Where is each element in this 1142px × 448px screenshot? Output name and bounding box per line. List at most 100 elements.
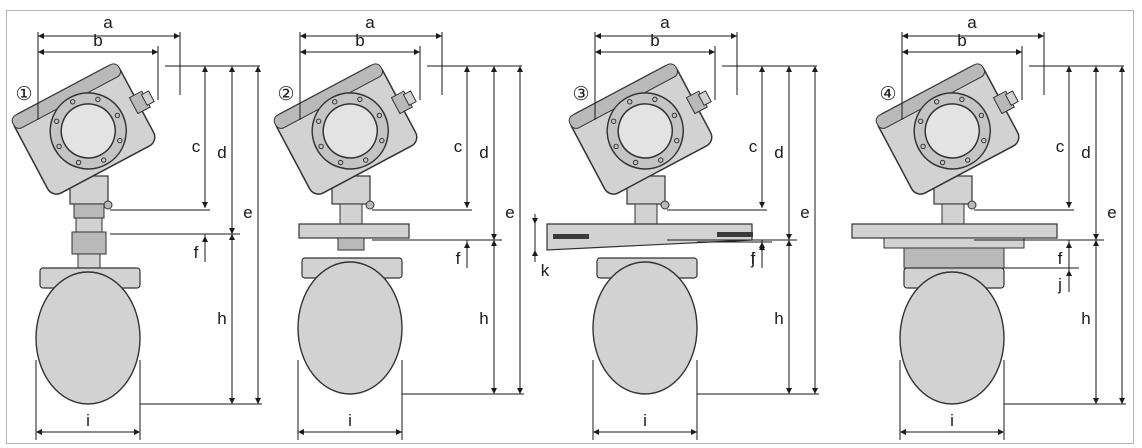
dim-label-a: a	[660, 13, 670, 32]
arrowhead	[759, 202, 765, 208]
arrowhead	[595, 49, 601, 55]
lens-antenna	[899, 271, 1005, 405]
display-window	[60, 103, 116, 159]
lens-antenna	[592, 261, 698, 395]
cover-screw	[376, 112, 383, 119]
dim-label-a: a	[365, 13, 375, 32]
arrowhead	[759, 244, 765, 250]
arrowhead	[691, 429, 697, 435]
cover-screw	[95, 96, 101, 103]
dim-label-d: d	[217, 143, 226, 162]
arrowhead	[709, 49, 715, 55]
cover-screw	[978, 112, 985, 119]
cover-screw	[652, 96, 658, 103]
cover-screw	[674, 137, 680, 144]
dim-label-j: j	[750, 249, 755, 268]
arrowhead	[255, 398, 261, 404]
arrowhead	[1093, 234, 1099, 240]
arrowhead	[902, 49, 908, 55]
arrowhead	[1119, 66, 1125, 72]
cover-screw	[981, 137, 987, 144]
cover-screw	[318, 143, 324, 150]
stem	[339, 203, 363, 225]
dim-label-c: c	[749, 137, 758, 156]
cover-screw	[357, 96, 363, 103]
flange-neck	[337, 237, 365, 251]
arrowhead	[202, 202, 208, 208]
gasket-left	[553, 234, 589, 239]
locking-screw	[365, 200, 375, 210]
arrowhead	[900, 429, 906, 435]
arrowhead	[255, 66, 261, 72]
dim-label-b: b	[650, 31, 659, 50]
arrowhead	[1093, 398, 1099, 404]
arrowhead	[464, 66, 470, 72]
cover-screw	[332, 99, 338, 105]
cover-screw	[379, 137, 385, 144]
variant-marker: ②	[277, 84, 294, 105]
arrowhead	[202, 66, 208, 72]
dim-label-h: h	[217, 309, 226, 328]
cover-screw	[939, 159, 946, 166]
cover-screw	[53, 118, 60, 124]
cover-screw	[56, 143, 62, 150]
arrowhead	[300, 33, 306, 39]
arrowhead	[152, 49, 158, 55]
arrowhead	[1066, 270, 1072, 276]
cover-screw	[920, 143, 926, 150]
dim-label-i: i	[643, 411, 647, 430]
dim-label-i: i	[86, 411, 90, 430]
cover-screw	[965, 157, 971, 163]
locking-screw	[967, 200, 977, 210]
arrowhead	[517, 388, 523, 394]
arrowhead	[731, 33, 737, 39]
dim-label-e: e	[243, 203, 252, 222]
cover-screw	[70, 99, 76, 105]
cable-gland-nut	[1004, 90, 1019, 106]
cover-screw	[613, 143, 619, 150]
display-window	[322, 103, 378, 159]
arrowhead	[229, 228, 235, 234]
display-window	[617, 103, 673, 159]
arrowhead	[1093, 240, 1099, 246]
arrowhead	[464, 242, 470, 248]
dim-label-a: a	[103, 13, 113, 32]
cable-gland-nut	[402, 90, 417, 106]
dim-label-c: c	[192, 137, 201, 156]
dim-label-a: a	[967, 13, 977, 32]
dim-label-e: e	[505, 203, 514, 222]
antenna-collar	[903, 247, 1005, 269]
dim-label-b: b	[93, 31, 102, 50]
arrowhead	[396, 429, 402, 435]
arrowhead	[812, 66, 818, 72]
dim-label-k: k	[541, 261, 550, 280]
arrowhead	[298, 429, 304, 435]
arrowhead	[300, 49, 306, 55]
arrowhead	[202, 236, 208, 242]
arrowhead	[229, 234, 235, 240]
arrowhead	[532, 250, 538, 256]
arrowhead	[38, 49, 44, 55]
cover-screw	[363, 157, 369, 163]
arrowhead	[491, 66, 497, 72]
arrowhead	[786, 240, 792, 246]
converter-housing	[875, 63, 1020, 195]
arrowhead	[998, 429, 1004, 435]
locking-screw	[660, 200, 670, 210]
dim-label-d: d	[1081, 143, 1090, 162]
cover-screw	[315, 118, 322, 124]
dim-label-f: f	[1058, 249, 1063, 268]
dim-label-e: e	[800, 203, 809, 222]
converter-housing	[11, 63, 156, 195]
arrowhead	[759, 66, 765, 72]
arrowhead	[436, 33, 442, 39]
gasket-right	[717, 232, 753, 237]
adapter	[77, 253, 101, 269]
stem	[941, 203, 965, 225]
arrowhead	[464, 202, 470, 208]
cover-screw	[671, 112, 678, 119]
arrowhead	[532, 218, 538, 224]
